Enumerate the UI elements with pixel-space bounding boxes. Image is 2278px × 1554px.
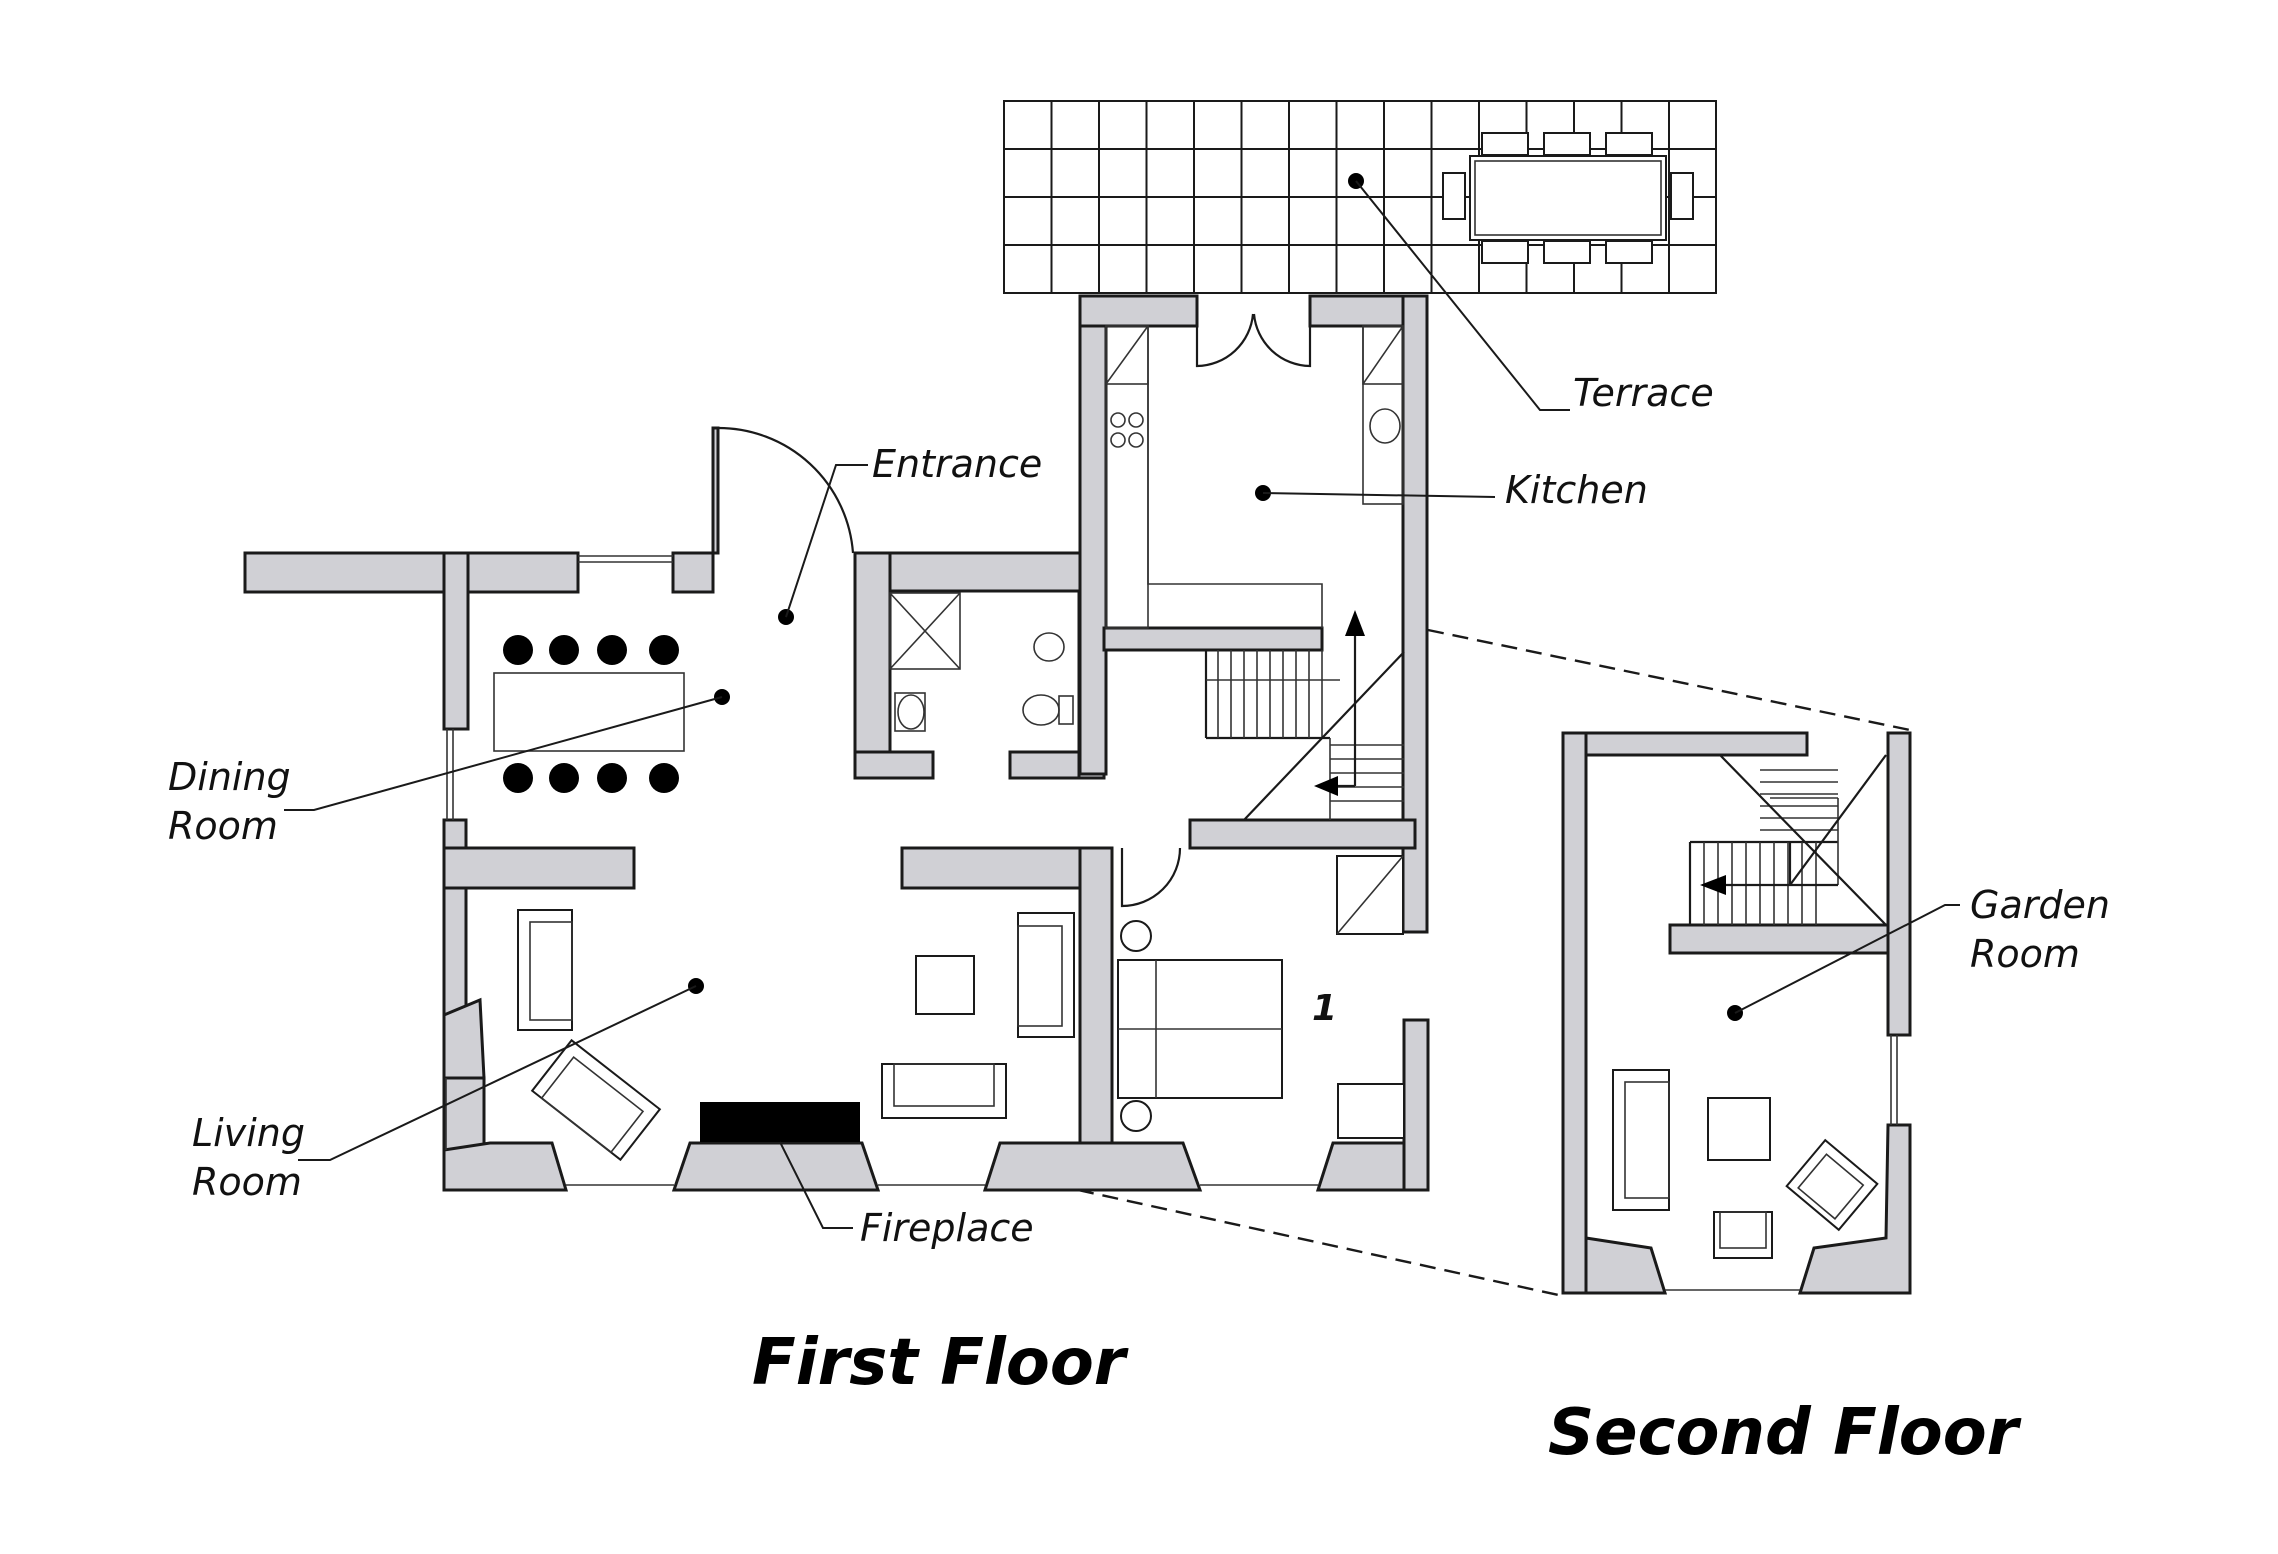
dining-chair — [649, 763, 679, 793]
terrace-dining-table — [1442, 132, 1694, 264]
room-labels: Terrace Kitchen Entrance Dining Room Liv… — [168, 371, 2110, 1250]
dining-chair — [597, 763, 627, 793]
dining-chair — [503, 635, 533, 665]
fireplace-label: Fireplace — [860, 1206, 1034, 1250]
dining-chair — [549, 635, 579, 665]
second-floor-walls — [1561, 731, 1912, 1295]
first-floor-stairs — [1204, 610, 1405, 821]
floor-titles: First Floor Second Floor — [752, 1326, 2022, 1470]
dining-chair — [503, 763, 533, 793]
garden-room-label-line2: Room — [1970, 932, 2080, 976]
garden-room-furniture — [1612, 1069, 1879, 1259]
dining-table — [493, 635, 685, 793]
dining-chair — [549, 763, 579, 793]
garden-room-label-line1: Garden — [1970, 883, 2110, 927]
dining-chair — [597, 635, 627, 665]
bedroom-number: 1 — [1312, 988, 1337, 1029]
fireplace-hearth — [700, 1102, 860, 1142]
entrance-label: Entrance — [872, 442, 1042, 486]
floor-connector-lines — [1077, 628, 1911, 1298]
living-room-label-line2: Room — [192, 1160, 302, 1204]
bedroom-furniture — [1117, 855, 1405, 1139]
first-floor-title: First Floor — [752, 1326, 1129, 1400]
dining-room-label-line2: Room — [168, 804, 278, 848]
dining-chair — [649, 635, 679, 665]
living-furniture — [517, 909, 1075, 1162]
kitchen-fittings — [1105, 325, 1404, 629]
dining-room-label-line1: Dining — [168, 755, 291, 799]
doors — [716, 313, 1312, 908]
living-room-label-line1: Living — [192, 1111, 305, 1155]
bathroom-fittings — [889, 592, 1074, 732]
first-floor-walls — [243, 294, 1430, 1192]
kitchen-label: Kitchen — [1505, 468, 1648, 512]
second-floor-stairs — [1688, 754, 1887, 926]
second-floor-title: Second Floor — [1548, 1396, 2022, 1470]
label-leaders — [284, 173, 1960, 1229]
terrace-label: Terrace — [1573, 371, 1714, 415]
